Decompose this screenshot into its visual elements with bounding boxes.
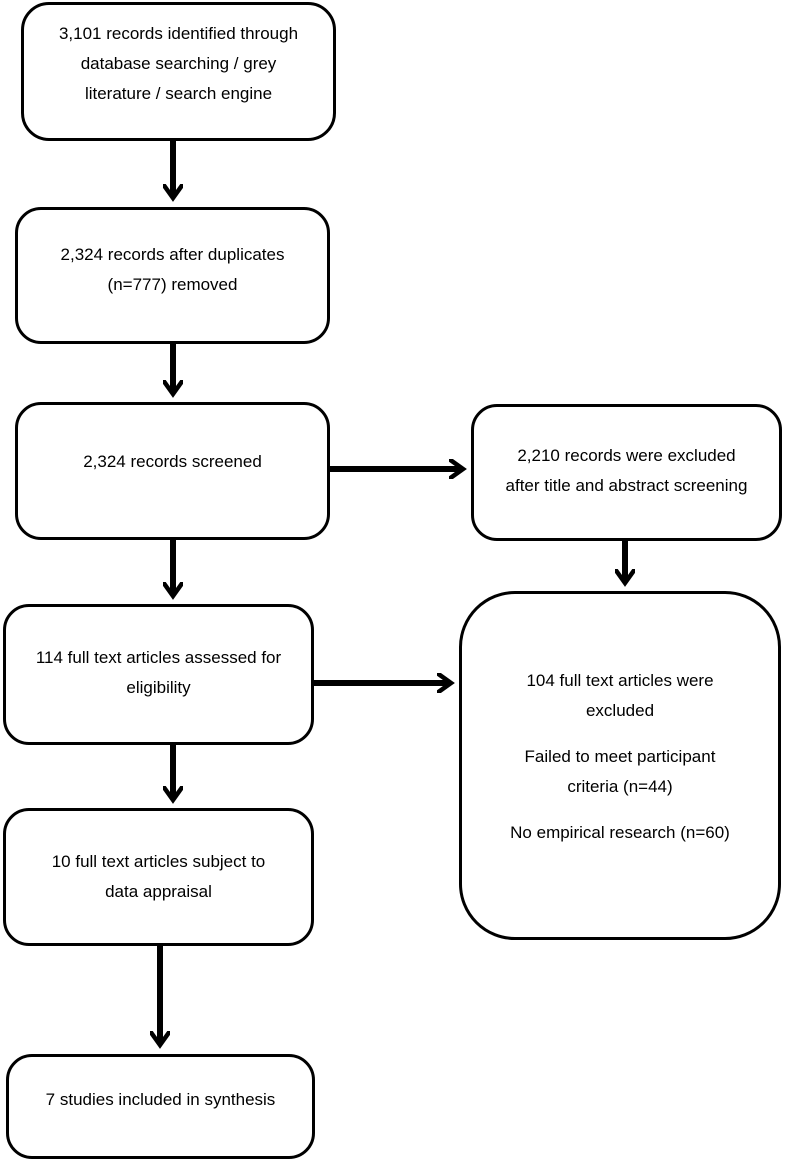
records-excluded-title-abstract-line-1: 2,210 records were excluded: [517, 446, 736, 465]
records-identified-line-1: 3,101 records identified through: [58, 24, 299, 43]
full-text-assessed-line-1: 114 full text articles assessed for: [35, 648, 282, 667]
data-appraisal-line-1: 10 full text articles subject to: [51, 852, 266, 871]
exclusion-reason-participant: Failed to meet participant criteria (n=4…: [472, 742, 768, 802]
studies-included-line-1: 7 studies included in synthesis: [45, 1090, 276, 1109]
data-appraisal-box: 10 full text articles subject to data ap…: [3, 808, 314, 946]
exclusion-reason-empirical: No empirical research (n=60): [472, 818, 768, 848]
records-identified-line-3: literature / search engine: [84, 84, 273, 103]
records-excluded-title-abstract-line-2: after title and abstract screening: [505, 476, 748, 495]
records-after-duplicates-line-1: 2,324 records after duplicates: [60, 245, 285, 264]
records-excluded-title-abstract-box: 2,210 records were excluded after title …: [471, 404, 782, 541]
records-after-duplicates-box: 2,324 records after duplicates (n=777) r…: [15, 207, 330, 344]
data-appraisal-line-2: data appraisal: [105, 882, 212, 901]
records-identified-line-2: database searching / grey: [80, 54, 277, 73]
full-text-excluded-line-1: 104 full text articles were: [526, 671, 714, 690]
records-identified-box: 3,101 records identified through databas…: [21, 2, 336, 141]
studies-included-box: 7 studies included in synthesis: [6, 1054, 315, 1159]
records-screened-line-1: 2,324 records screened: [83, 452, 262, 471]
exclusion-reason-empirical-line-1: No empirical research (n=60): [510, 823, 730, 842]
records-after-duplicates-line-2: (n=777) removed: [107, 275, 238, 294]
exclusion-reason-participant-line-1: Failed to meet participant: [524, 747, 716, 766]
records-screened-box: 2,324 records screened: [15, 402, 330, 540]
full-text-assessed-box: 114 full text articles assessed for elig…: [3, 604, 314, 745]
full-text-excluded-box: 104 full text articles were excluded Fai…: [459, 591, 781, 940]
exclusion-reason-participant-line-2: criteria (n=44): [567, 777, 673, 796]
full-text-excluded-line-2: excluded: [585, 701, 655, 720]
full-text-assessed-line-2: eligibility: [126, 678, 191, 697]
